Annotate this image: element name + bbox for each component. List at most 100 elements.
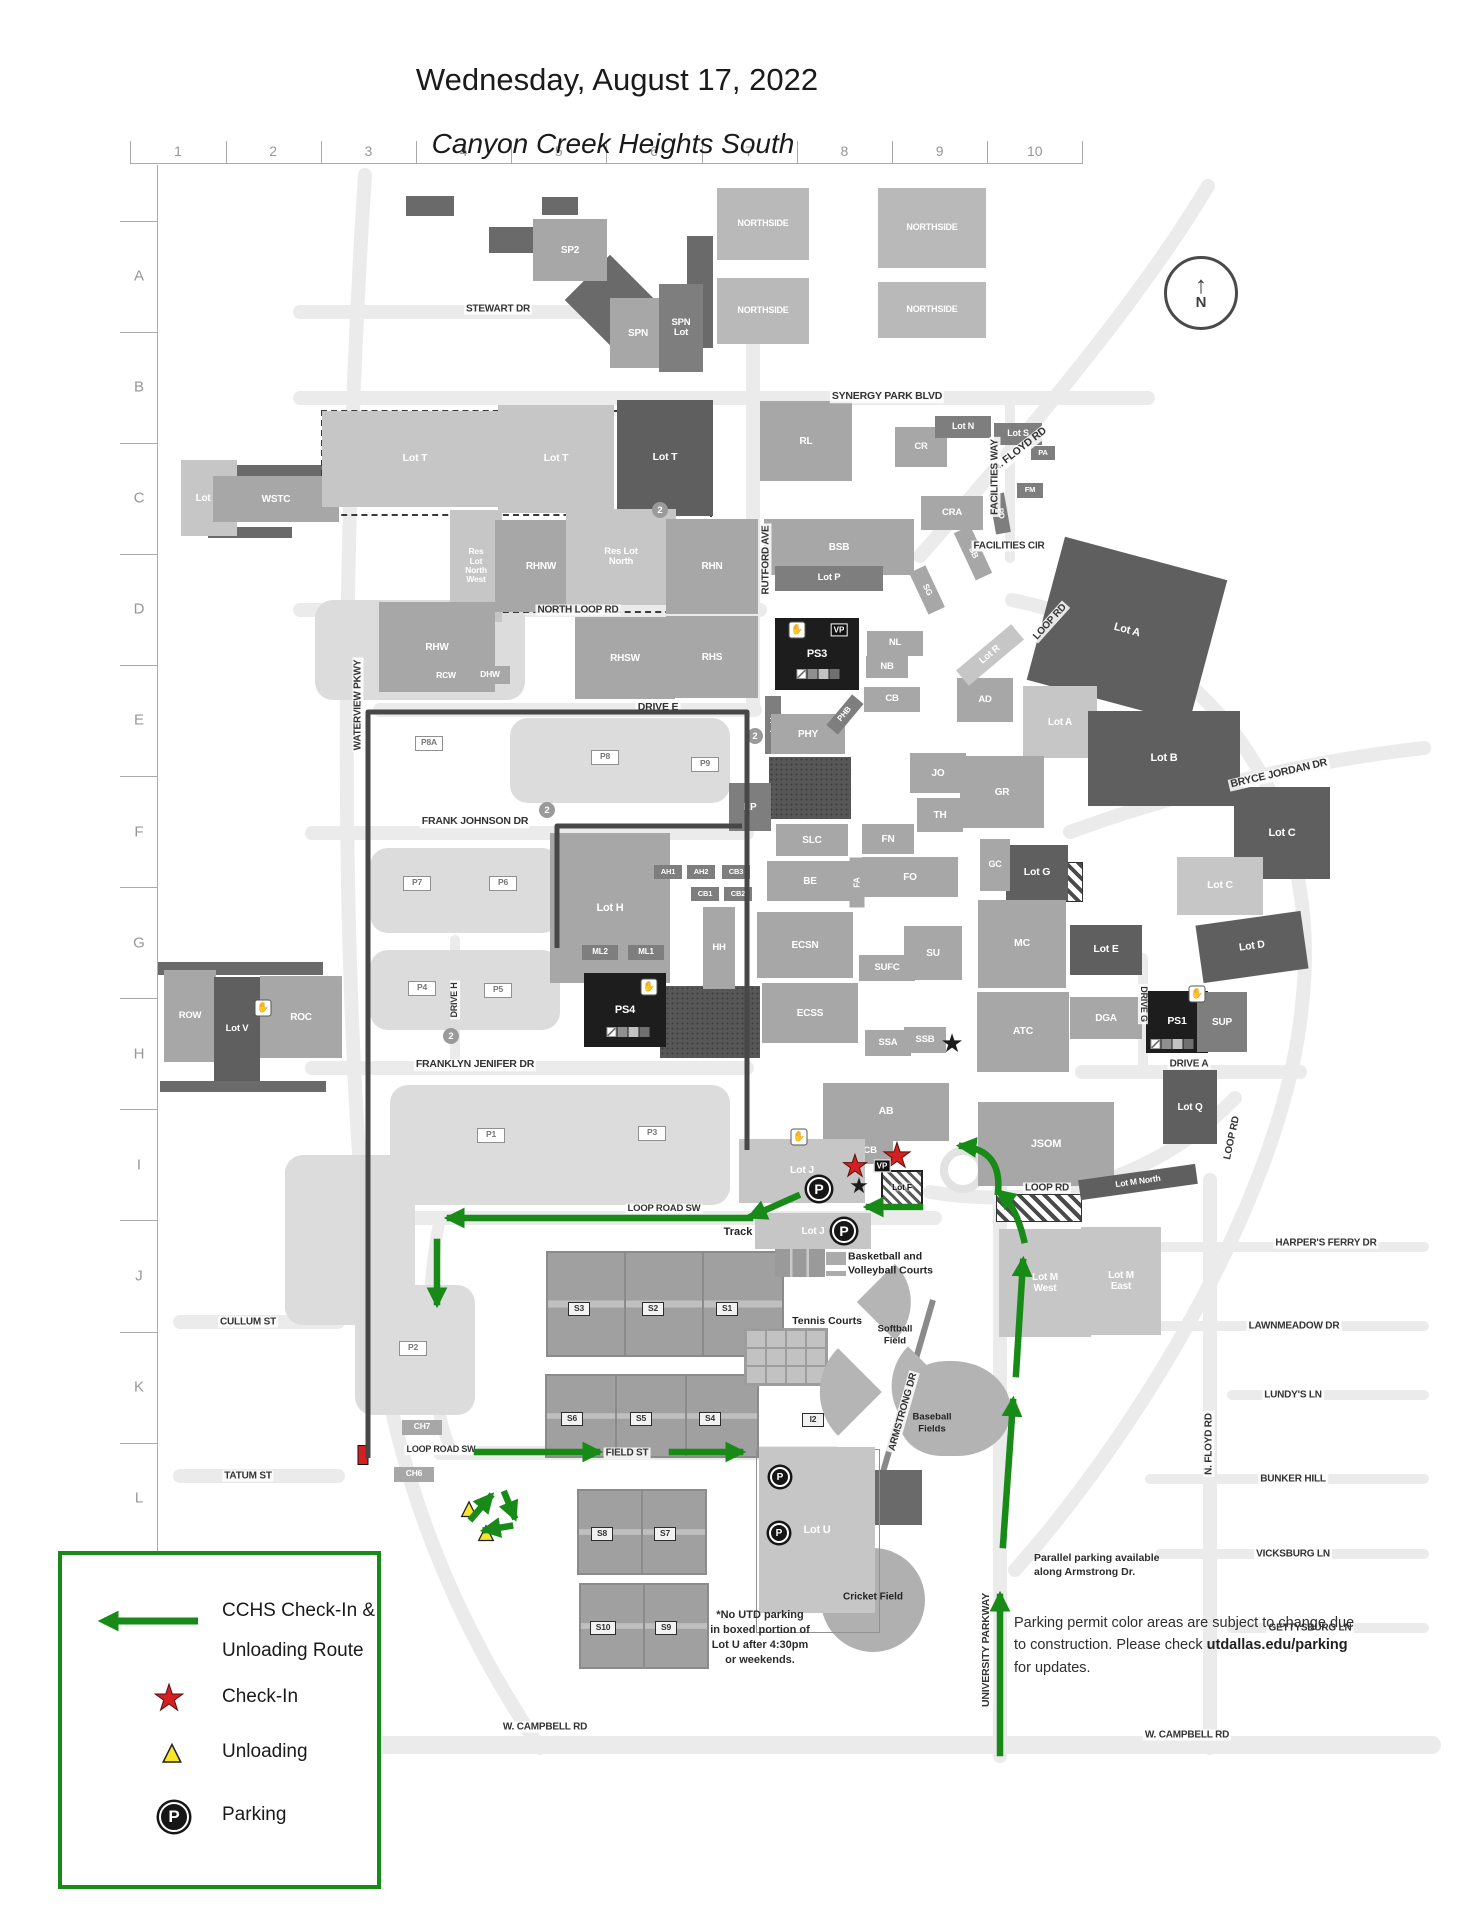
paystation-hand-icon: ✋ bbox=[640, 978, 658, 996]
grid-tick bbox=[701, 141, 703, 163]
permit-swatch bbox=[606, 1027, 617, 1037]
permit-swatch bbox=[1161, 1039, 1172, 1049]
map-area-jo: JO bbox=[910, 753, 966, 793]
grid-column-8: 8 bbox=[840, 143, 849, 159]
event-star: ★ bbox=[849, 1173, 869, 1198]
shuttle-stop-2-icon: 2 bbox=[652, 502, 668, 518]
grid-tick bbox=[130, 141, 132, 163]
map-area-fo: FO bbox=[862, 857, 958, 897]
permit-swatch bbox=[818, 669, 829, 679]
grid-column-1: 1 bbox=[174, 143, 182, 159]
parking-icon: P bbox=[832, 1219, 856, 1243]
grid-tick bbox=[320, 141, 322, 163]
parking-icon: P bbox=[769, 1523, 789, 1543]
permit-color-bar bbox=[606, 1027, 650, 1037]
permit-swatch bbox=[1150, 1039, 1161, 1049]
map-shape-dk bbox=[208, 526, 292, 538]
grid-row-I: I bbox=[136, 1156, 142, 1174]
map-area-ssa: SSA bbox=[865, 1030, 911, 1056]
permit-swatch bbox=[796, 669, 807, 679]
permit-swatch bbox=[617, 1027, 628, 1037]
map-area-be: BE bbox=[767, 861, 853, 901]
grid-tick bbox=[120, 331, 157, 333]
map-area-spn-lot: SPN Lot bbox=[659, 284, 703, 372]
visitor-parking-label: VP bbox=[830, 623, 848, 637]
map-shape-sw bbox=[826, 1270, 846, 1276]
map-shape-fld bbox=[641, 1489, 707, 1575]
grid-column-5: 5 bbox=[554, 143, 563, 159]
unloading-triangle: ▲ bbox=[473, 1518, 499, 1547]
grid-row-G: G bbox=[133, 934, 145, 952]
map-shape-tx bbox=[769, 757, 851, 819]
map-area-northside: NORTHSIDE bbox=[717, 278, 809, 344]
unloading-triangle-icon: ▲ bbox=[156, 1735, 187, 1770]
permit-color-bar bbox=[1150, 1039, 1194, 1049]
grid-tick bbox=[1082, 141, 1084, 163]
grid-tick bbox=[120, 1220, 157, 1222]
grid-ruler-top bbox=[130, 163, 1083, 164]
map-area-lot-f: Lot F bbox=[881, 1170, 923, 1206]
map-area-lot-v: Lot V bbox=[214, 977, 260, 1081]
map-area-s9: S9 bbox=[655, 1621, 677, 1635]
visitor-parking-label: VP bbox=[873, 1159, 891, 1173]
grid-row-J: J bbox=[135, 1267, 143, 1285]
permit-swatch bbox=[628, 1027, 639, 1037]
map-area-su: SU bbox=[904, 926, 962, 980]
event-star: ★ bbox=[940, 1028, 964, 1058]
grid-row-C: C bbox=[133, 489, 145, 507]
permit-swatch bbox=[1183, 1039, 1194, 1049]
grid-tick bbox=[120, 1109, 157, 1111]
map-area-cb: CB bbox=[864, 686, 920, 712]
map-shape-dk bbox=[542, 197, 578, 215]
map-text-basketball-and-volleyball-courts: Basketball and Volleyball Courts bbox=[848, 1250, 933, 1276]
grid-column-9: 9 bbox=[935, 143, 944, 159]
map-area-s10: S10 bbox=[590, 1621, 616, 1635]
legend-parking-label: Parking bbox=[222, 1804, 287, 1825]
map-area-rhs: RHS bbox=[666, 616, 758, 698]
legend-box: CCHS Check-In & Unloading Route ★ Check-… bbox=[58, 1551, 381, 1889]
grid-tick bbox=[416, 141, 417, 163]
grid-column-6: 6 bbox=[650, 143, 658, 159]
map-area-wstc: WSTC bbox=[213, 476, 339, 522]
lot-u-note: *No UTD parking in boxed portion of Lot … bbox=[710, 1609, 810, 1666]
map-shape-tn bbox=[744, 1328, 828, 1386]
map-area-ssb: SSB bbox=[904, 1027, 946, 1053]
page-title: Wednesday, August 17, 2022 bbox=[415, 62, 819, 97]
grid-ruler-left bbox=[157, 165, 158, 1553]
grid-tick bbox=[225, 141, 227, 163]
map-area-rhn: RHN bbox=[666, 518, 758, 614]
permit-swatch bbox=[829, 669, 840, 679]
shuttle-stop-2-icon: 2 bbox=[539, 802, 555, 818]
map-area-rhsw: RHSW bbox=[575, 617, 675, 699]
map-area-lot-t: Lot T bbox=[617, 400, 713, 516]
map-area-ecss: ECSS bbox=[762, 983, 858, 1043]
grid-tick bbox=[120, 776, 157, 777]
parking-icon: P bbox=[770, 1467, 790, 1487]
grid-column-7: 7 bbox=[745, 143, 754, 159]
permit-swatch bbox=[807, 669, 818, 679]
map-area-rl: RL bbox=[760, 401, 852, 481]
paystation-hand-icon: ✋ bbox=[1188, 985, 1206, 1003]
shuttle-stop-2-icon: 2 bbox=[747, 728, 763, 744]
map-area-ecsn: ECSN bbox=[757, 912, 853, 978]
permit-note-link: utdallas.edu/parking bbox=[1206, 1637, 1348, 1654]
map-area-northside: NORTHSIDE bbox=[717, 188, 809, 260]
grid-column-4: 4 bbox=[459, 143, 468, 159]
map-area-fn: FN bbox=[862, 824, 914, 854]
parking-icon: P bbox=[159, 1802, 189, 1832]
map-area-row: ROW bbox=[164, 970, 216, 1062]
map-area-s7: S7 bbox=[654, 1527, 676, 1541]
barrier-marker bbox=[357, 1445, 369, 1465]
grid-row-F: F bbox=[134, 823, 144, 840]
parking-icon: P bbox=[807, 1177, 831, 1201]
map-area-th: TH bbox=[917, 798, 963, 832]
grid-row-H: H bbox=[133, 1045, 145, 1063]
map-shape-dk bbox=[212, 464, 340, 478]
grid-tick bbox=[511, 141, 513, 163]
grid-tick bbox=[987, 141, 989, 163]
grid-tick bbox=[120, 664, 157, 666]
grid-tick bbox=[120, 220, 157, 222]
grid-row-K: K bbox=[133, 1378, 145, 1396]
grid-tick bbox=[120, 553, 157, 555]
